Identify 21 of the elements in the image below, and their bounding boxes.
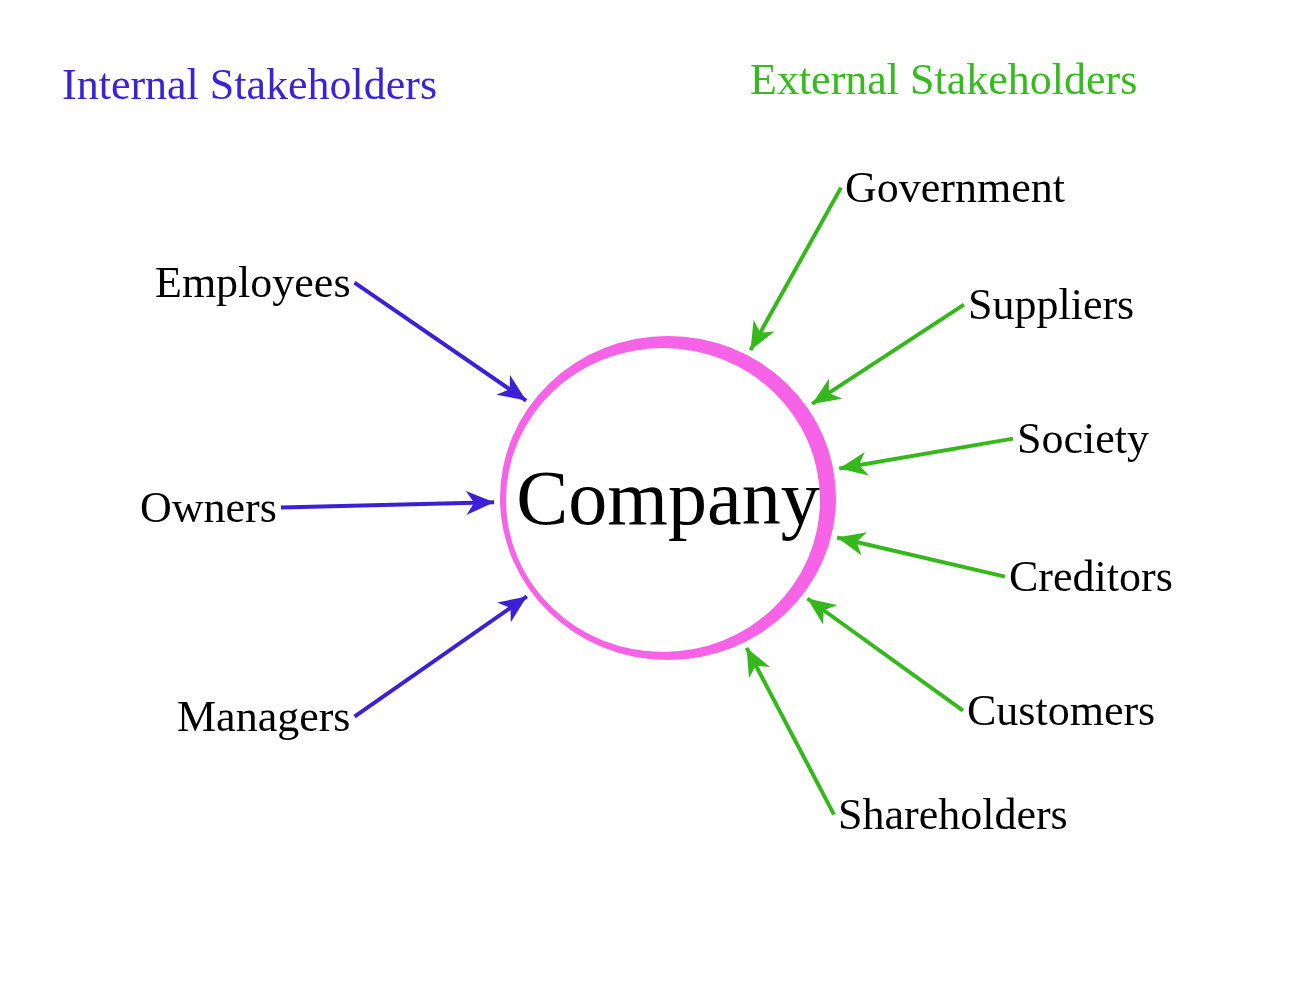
arrow: [838, 436, 1014, 476]
stakeholder-label: Employees: [155, 258, 351, 308]
arrow: [353, 280, 528, 403]
arrow: [811, 302, 966, 406]
arrow: [836, 532, 1006, 579]
section-heading: External Stakeholders: [750, 55, 1138, 105]
arrow: [744, 646, 836, 816]
stakeholder-label: Customers: [967, 686, 1156, 736]
arrow: [748, 186, 843, 352]
stakeholder-label: Shareholders: [838, 790, 1068, 840]
stakeholder-label: Government: [845, 163, 1065, 213]
stakeholder-label: Creditors: [1009, 552, 1173, 602]
section-heading: Internal Stakeholders: [62, 60, 438, 110]
arrow: [280, 491, 495, 515]
stakeholder-label: Managers: [177, 692, 351, 742]
stakeholder-label: Owners: [140, 483, 277, 533]
arrow: [806, 596, 965, 713]
stakeholder-label: Suppliers: [968, 280, 1135, 330]
arrow: [353, 594, 529, 719]
center-label: Company: [516, 454, 820, 542]
stakeholder-label: Society: [1017, 414, 1149, 464]
